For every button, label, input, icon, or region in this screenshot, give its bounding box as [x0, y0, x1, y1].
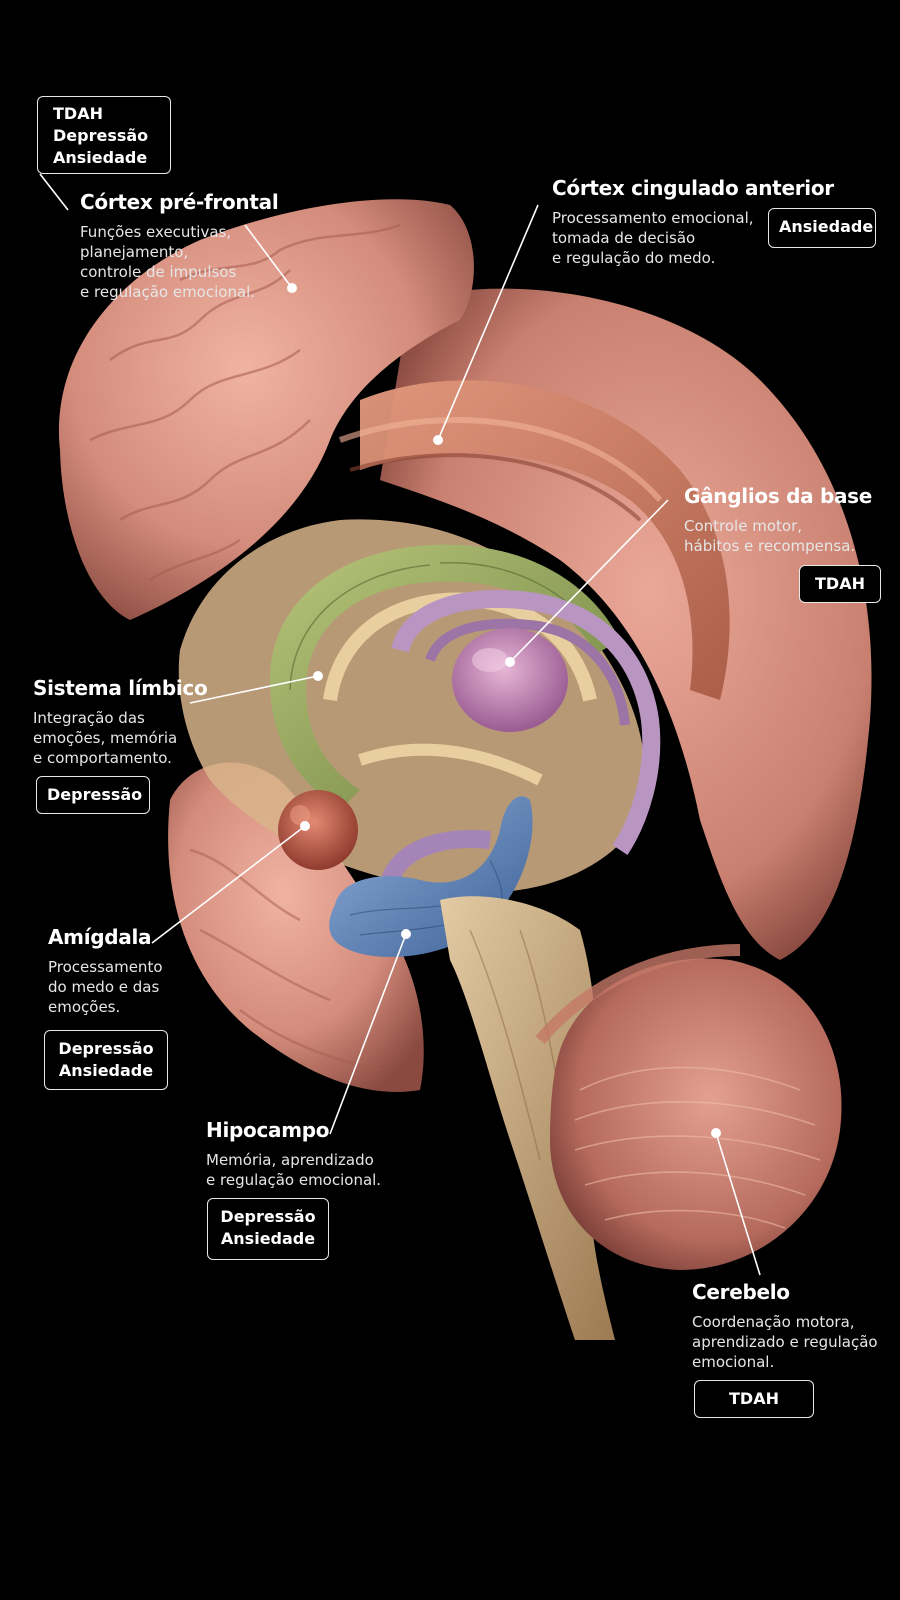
amygdala-description: Processamento do medo e das emoções. [48, 958, 163, 1016]
cerebellum-description: Coordenação motora, aprendizado e regula… [692, 1313, 878, 1371]
cerebellum-title: Cerebelo [692, 1280, 790, 1304]
acc-label: Córtex cingulado anterior Processamento … [552, 176, 834, 268]
amygdala-conditions-tag: Depressão Ansiedade [44, 1030, 168, 1090]
prefrontal-label: Córtex pré-frontal Funções executivas, p… [80, 190, 279, 302]
hippocampus-label: Hipocampo Memória, aprendizado e regulaç… [206, 1118, 381, 1190]
acc-description: Processamento emocional, tomada de decis… [552, 209, 754, 267]
basal-ganglia-label: Gânglios da base Controle motor, hábitos… [684, 484, 872, 556]
hippocampus-title: Hipocampo [206, 1118, 330, 1142]
amygdala-title: Amígdala [48, 925, 152, 949]
basal-ganglia-conditions-tag: TDAH [799, 565, 881, 603]
acc-conditions-tag: Ansiedade [768, 208, 876, 248]
acc-title: Córtex cingulado anterior [552, 176, 834, 200]
prefrontal-description: Funções executivas, planejamento, contro… [80, 223, 256, 301]
cerebellum-label: Cerebelo Coordenação motora, aprendizado… [692, 1280, 878, 1372]
prefrontal-conditions-tag: TDAH Depressão Ansiedade [37, 96, 171, 174]
amygdala-label: Amígdala Processamento do medo e das emo… [48, 925, 163, 1017]
basal-ganglia-description: Controle motor, hábitos e recompensa. [684, 517, 856, 555]
limbic-title: Sistema límbico [33, 676, 208, 700]
limbic-description: Integração das emoções, memória e compor… [33, 709, 178, 767]
temporal-lobe [168, 762, 424, 1092]
cingulate-cut-surface [360, 380, 730, 700]
outer-cortex-shell [380, 288, 872, 961]
amygdala-shape [278, 790, 358, 870]
leader-lines [39, 173, 761, 1276]
hippocampus-conditions-tag: Depressão Ansiedade [207, 1198, 329, 1260]
cerebellum-conditions-tag: TDAH [694, 1380, 814, 1418]
frontal-lobe [58, 199, 474, 621]
cerebellum-shape [550, 958, 842, 1270]
limbic-conditions-tag: Depressão [36, 776, 150, 814]
hippocampus-description: Memória, aprendizado e regulação emocion… [206, 1151, 382, 1189]
basal-ganglia-nucleus [452, 628, 568, 732]
limbic-label: Sistema límbico Integração das emoções, … [33, 676, 208, 768]
prefrontal-title: Córtex pré-frontal [80, 190, 279, 214]
basal-ganglia-title: Gânglios da base [684, 484, 873, 508]
caudate-arc [391, 590, 661, 855]
